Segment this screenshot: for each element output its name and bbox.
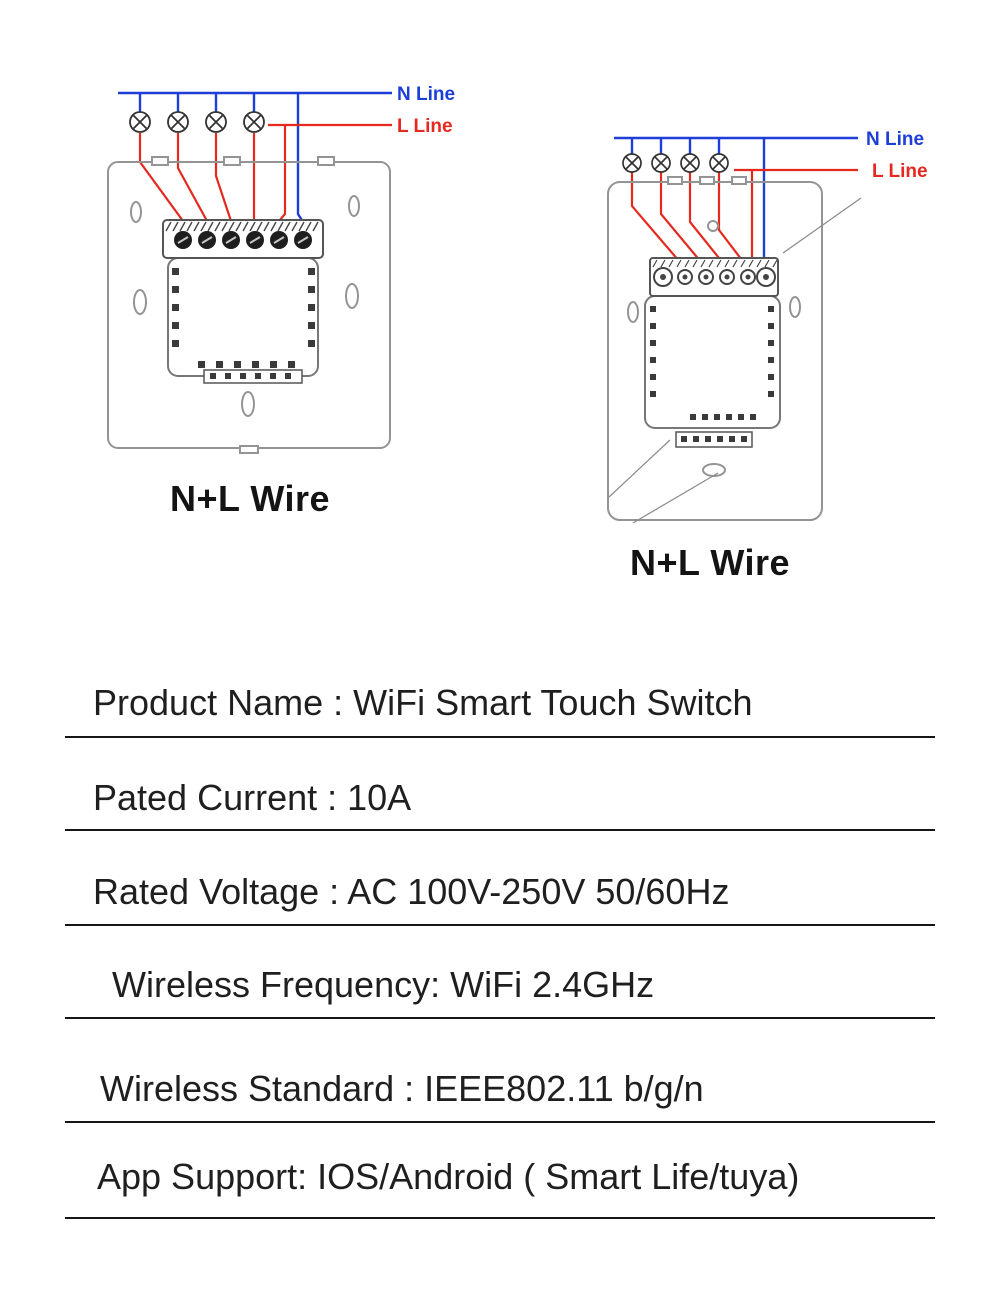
- divider-line: [65, 1121, 935, 1123]
- n-line-wire: [614, 136, 858, 266]
- spec-product-name: Product Name : WiFi Smart Touch Switch: [93, 682, 753, 723]
- terminal-block: [649, 257, 779, 297]
- n-line-label: N Line: [397, 84, 455, 105]
- divider-line: [65, 1217, 935, 1219]
- us-switch-wiring-diagram: N Line L Line: [607, 129, 928, 524]
- bottom-connector: [675, 431, 753, 448]
- spec-app-support: App Support: IOS/Android ( Smart Life/tu…: [97, 1156, 800, 1197]
- l-line-label: L Line: [397, 116, 453, 137]
- l-line-wire: [630, 168, 858, 269]
- bottom-connector: [203, 369, 303, 384]
- divider-line: [65, 1017, 935, 1019]
- terminal-block: [162, 219, 324, 259]
- l-line-label: L Line: [872, 161, 928, 182]
- lamp-icons: [129, 111, 265, 133]
- l-line-wire: [138, 123, 392, 222]
- spec-wireless-standard: Wireless Standard : IEEE802.11 b/g/n: [100, 1068, 704, 1109]
- divider-line: [65, 829, 935, 831]
- spec-wireless-frequency: Wireless Frequency: WiFi 2.4GHz: [112, 964, 655, 1005]
- spec-rated-voltage: Rated Voltage : AC 100V-250V 50/60Hz: [93, 871, 730, 912]
- spec-rated-current: Pated Current : 10A: [93, 777, 412, 818]
- eu-switch-wiring-diagram: N Line L Line: [107, 84, 455, 454]
- module-pins: [172, 268, 315, 368]
- lamp-icons: [622, 153, 729, 173]
- callout-lines: [608, 197, 862, 524]
- divider-line: [65, 736, 935, 738]
- switch-body: [107, 156, 391, 454]
- divider-line: [65, 924, 935, 926]
- diagram-caption-left: N+L Wire: [169, 478, 331, 519]
- module-pins: [650, 306, 774, 420]
- n-line-label: N Line: [866, 129, 924, 150]
- diagram-caption-right: N+L Wire: [629, 542, 791, 583]
